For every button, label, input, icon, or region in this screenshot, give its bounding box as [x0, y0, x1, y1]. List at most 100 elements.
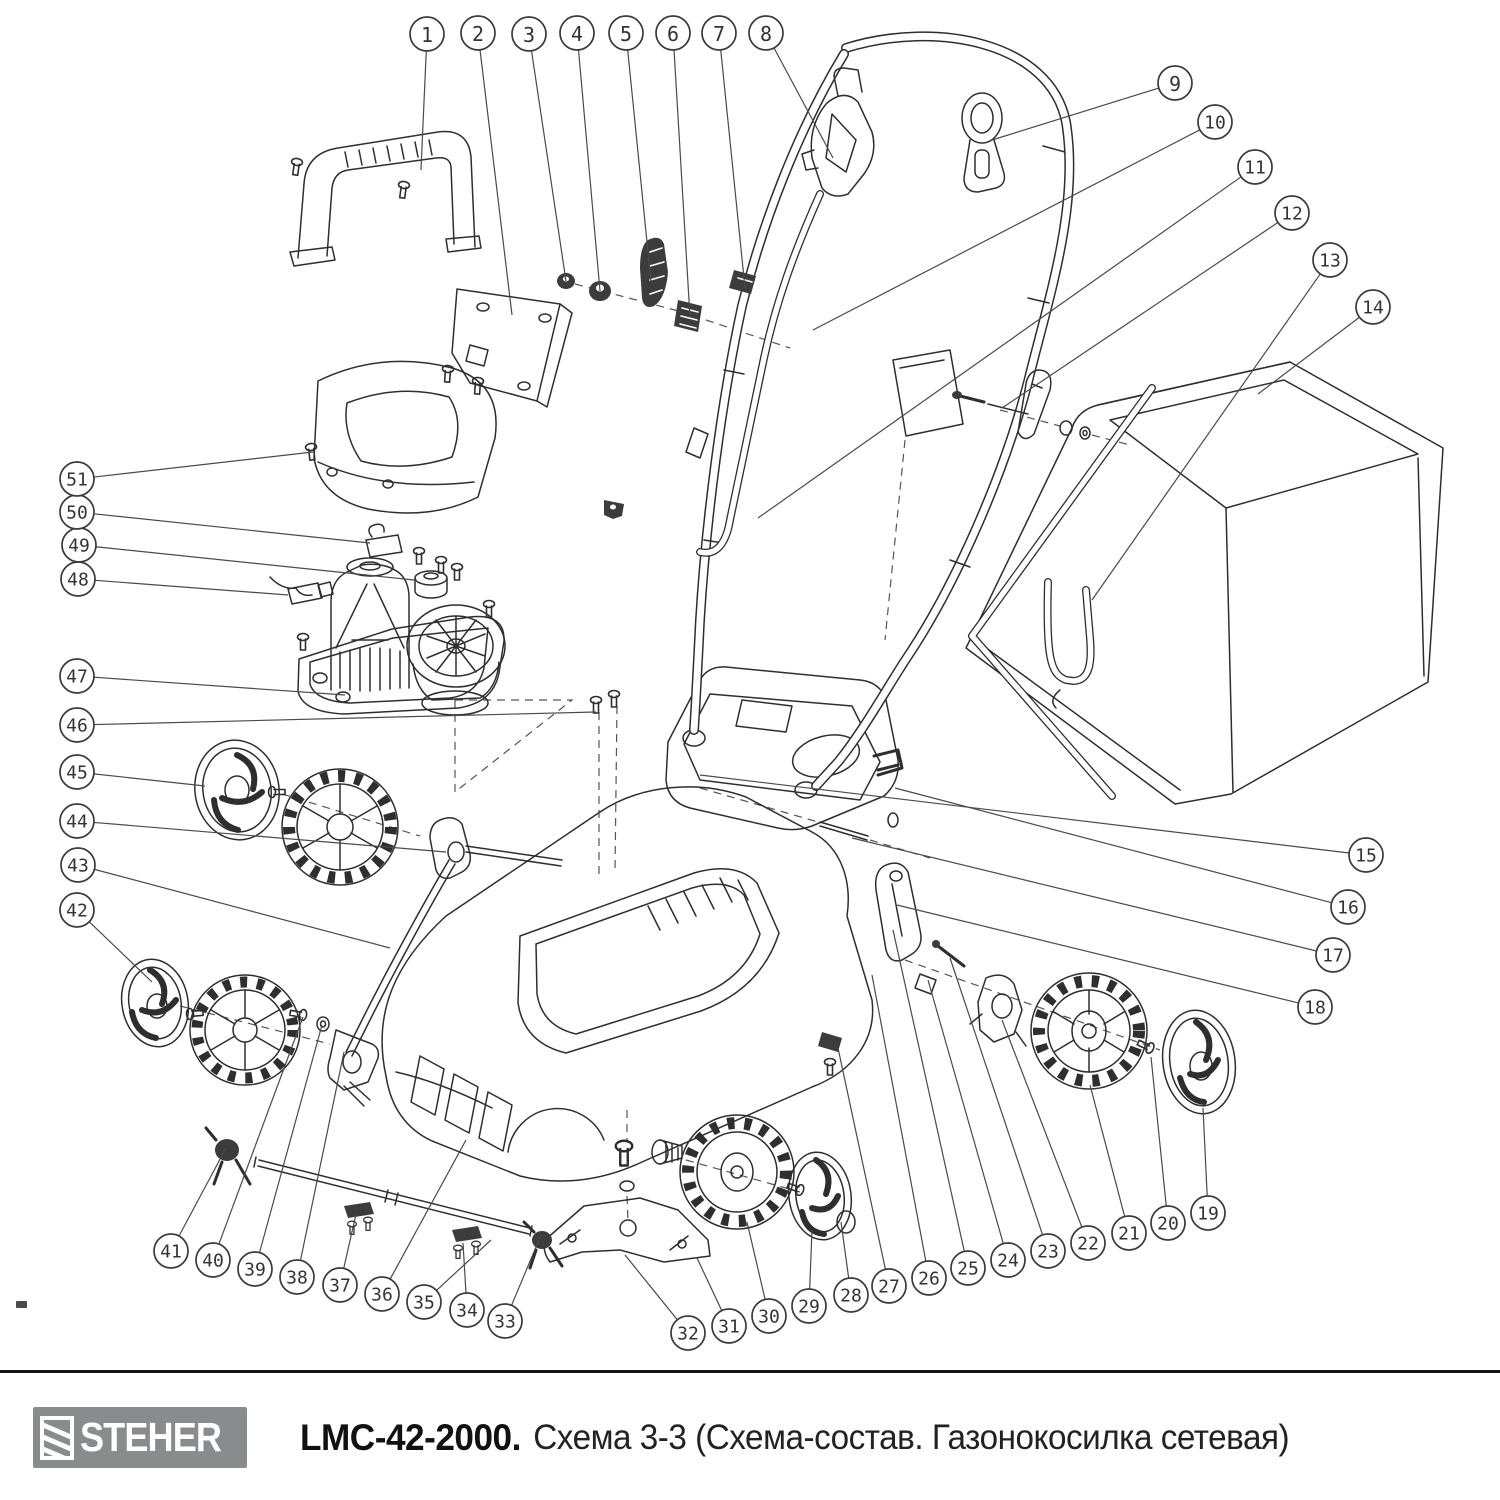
svg-text:6: 6 — [667, 22, 679, 46]
diagram-caption: LMC-42-2000. Схема 3-3 (Схема-состав. Га… — [300, 1400, 1290, 1475]
callout-16: 16 — [894, 787, 1366, 925]
part-small-fasteners-right — [818, 940, 966, 1076]
part-blade — [543, 1197, 711, 1263]
svg-text:51: 51 — [66, 470, 88, 491]
svg-text:13: 13 — [1319, 251, 1341, 272]
part-cable-clamps — [344, 1202, 482, 1260]
svg-text:3: 3 — [523, 23, 535, 47]
svg-text:37: 37 — [329, 1276, 351, 1297]
callout-15: 15 — [699, 774, 1384, 873]
footer: STEHER LMC-42-2000. Схема 3-3 (Схема-сос… — [0, 1400, 1500, 1480]
svg-text:31: 31 — [718, 1317, 740, 1338]
callout-38: 38 — [279, 1051, 345, 1295]
callout-14: 14 — [1257, 289, 1391, 395]
part-cable-holder — [604, 500, 624, 519]
callout-17: 17 — [851, 837, 1351, 973]
callout-39: 39 — [237, 1024, 323, 1287]
part-cable-clip — [961, 92, 1006, 193]
part-rear-hubcap-left — [194, 739, 280, 841]
part-rear-hubcap-right — [1161, 1009, 1237, 1115]
svg-text:46: 46 — [66, 716, 88, 737]
part-front-hubcap-left — [120, 958, 190, 1048]
footer-divider — [0, 1370, 1500, 1373]
svg-text:47: 47 — [66, 667, 88, 688]
svg-text:32: 32 — [677, 1324, 699, 1345]
callout-6: 6 — [655, 15, 691, 318]
part-motor-cable — [269, 576, 334, 605]
svg-text:2: 2 — [472, 22, 484, 46]
callout-4: 4 — [559, 15, 601, 292]
part-rear-wheel-left — [267, 768, 399, 886]
svg-text:49: 49 — [68, 536, 90, 557]
svg-text:19: 19 — [1197, 1204, 1219, 1225]
diagram-title: Схема 3-3 (Схема-состав. Газонокосилка с… — [533, 1417, 1290, 1457]
svg-text:22: 22 — [1077, 1234, 1099, 1255]
svg-text:30: 30 — [758, 1307, 780, 1328]
svg-text:15: 15 — [1355, 846, 1377, 867]
callout-47: 47 — [59, 658, 346, 696]
svg-text:23: 23 — [1037, 1242, 1059, 1263]
svg-text:33: 33 — [494, 1312, 516, 1333]
callout-18: 18 — [896, 904, 1333, 1025]
svg-text:8: 8 — [760, 22, 772, 46]
callout-10: 10 — [812, 104, 1233, 331]
svg-text:5: 5 — [620, 22, 632, 46]
svg-text:43: 43 — [67, 856, 89, 877]
part-axle-rod — [253, 1156, 533, 1237]
part-front-hubcap-right — [787, 1151, 856, 1241]
callout-45: 45 — [59, 754, 206, 790]
callout-11: 11 — [757, 149, 1273, 519]
svg-text:24: 24 — [997, 1251, 1019, 1272]
callout-29: 29 — [791, 1229, 827, 1324]
part-front-wheel-left — [185, 974, 301, 1086]
callout-51: 51 — [59, 451, 314, 497]
callout-49: 49 — [61, 527, 415, 581]
svg-text:4: 4 — [571, 22, 583, 46]
callout-30: 30 — [746, 1221, 787, 1334]
callout-31: 31 — [696, 1257, 747, 1344]
brand-stripes-icon — [39, 1415, 74, 1460]
svg-text:18: 18 — [1304, 998, 1326, 1019]
svg-text:11: 11 — [1244, 158, 1266, 179]
part-upper-handle-grip — [288, 130, 482, 267]
svg-text:41: 41 — [160, 1242, 182, 1263]
svg-text:36: 36 — [371, 1285, 393, 1306]
callout-21: 21 — [1089, 1084, 1147, 1251]
callout-41: 41 — [153, 1147, 227, 1269]
svg-text:16: 16 — [1337, 898, 1359, 919]
svg-text:20: 20 — [1157, 1214, 1179, 1235]
callout-12: 12 — [1001, 195, 1310, 409]
part-rear-housing — [665, 666, 904, 841]
callout-35: 35 — [406, 1239, 492, 1320]
callout-22: 22 — [1001, 1019, 1106, 1261]
svg-text:10: 10 — [1204, 113, 1226, 134]
svg-text:50: 50 — [66, 503, 88, 524]
svg-text:9: 9 — [1169, 72, 1181, 96]
part-deck — [381, 786, 874, 1182]
callout-32: 32 — [624, 1254, 706, 1351]
callout-2: 2 — [460, 15, 513, 316]
svg-text:29: 29 — [798, 1297, 820, 1318]
svg-text:27: 27 — [878, 1277, 900, 1298]
svg-text:1: 1 — [421, 23, 433, 47]
callout-26: 26 — [871, 974, 947, 1296]
callout-23: 23 — [949, 957, 1066, 1269]
svg-text:28: 28 — [840, 1286, 862, 1307]
callout-37: 37 — [322, 1213, 358, 1303]
svg-text:48: 48 — [67, 570, 89, 591]
callout-27: 27 — [837, 1047, 907, 1304]
callout-20: 20 — [1150, 1056, 1186, 1241]
part-top-cover-plate — [451, 288, 573, 408]
callout-13: 13 — [1091, 242, 1348, 601]
part-grassbag-box — [965, 361, 1444, 805]
callout-42: 42 — [59, 892, 153, 983]
callout-3: 3 — [511, 16, 567, 282]
svg-text:40: 40 — [202, 1251, 224, 1272]
part-motor-hood — [304, 360, 497, 514]
part-grassbag-frame — [968, 384, 1156, 800]
part-height-adjust-bracket — [327, 1029, 380, 1107]
part-rear-flap — [892, 349, 964, 437]
part-spring-front — [204, 1126, 252, 1186]
callout-1: 1 — [409, 16, 445, 171]
part-switch-bracket — [365, 523, 403, 558]
